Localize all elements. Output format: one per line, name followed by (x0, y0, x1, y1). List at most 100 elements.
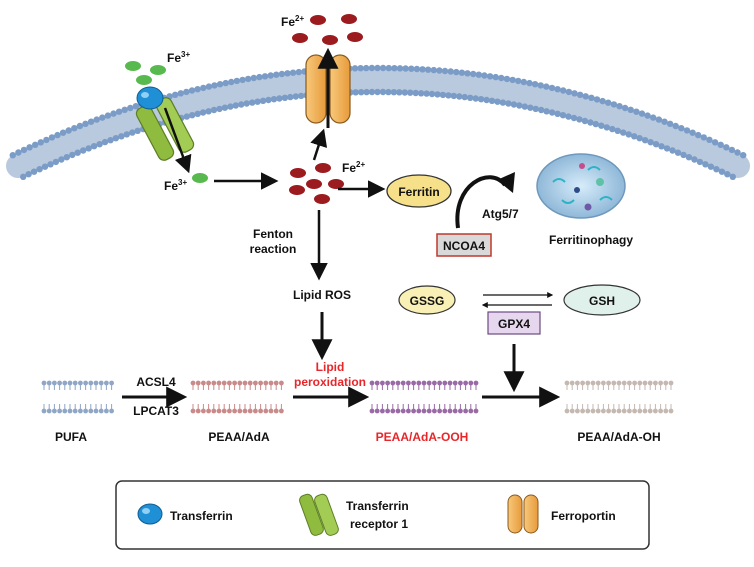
lipid-head (632, 408, 637, 414)
membrane-head (368, 64, 376, 72)
membrane-head (357, 65, 364, 72)
membrane-head (93, 116, 100, 123)
legend-transferrin-highlight (142, 508, 150, 514)
membrane-head (488, 97, 496, 105)
lipid-ros-label: Lipid ROS (293, 288, 351, 302)
lipid-head (595, 380, 601, 386)
membrane-head (636, 135, 643, 142)
lipid-head (385, 408, 390, 414)
ncoa4-label: NCOA4 (443, 239, 485, 253)
membrane-head (515, 77, 522, 85)
membrane-head (609, 125, 616, 133)
membrane-head (582, 93, 589, 100)
membrane-head (718, 168, 726, 175)
membrane-head (620, 129, 627, 136)
membrane-head (633, 108, 640, 115)
lipid-head (468, 408, 474, 414)
membrane-head (52, 158, 60, 166)
membrane-head (37, 139, 44, 146)
lipid-head (88, 408, 94, 414)
membrane-head (588, 94, 595, 102)
membrane-head (603, 124, 610, 131)
membrane-head (298, 92, 305, 100)
membrane-head (243, 100, 250, 107)
membrane-head (363, 88, 370, 96)
membrane-head (516, 102, 523, 109)
lipid-head (637, 380, 643, 386)
membrane-head (680, 151, 687, 159)
membrane-head (713, 166, 720, 173)
lipid-head (227, 408, 232, 414)
lipid-head (468, 380, 474, 386)
membrane-head (189, 112, 196, 119)
membrane-head (76, 122, 84, 130)
lipid-head (52, 408, 57, 414)
lipid-head (374, 408, 380, 414)
membrane-head (537, 82, 544, 89)
lipid-head (653, 380, 658, 386)
lipid-head (442, 408, 448, 414)
membrane-head (434, 91, 441, 98)
membrane-head (453, 68, 460, 76)
lipid-head (221, 380, 227, 386)
membrane-head (292, 93, 299, 100)
membrane-head (123, 131, 130, 138)
lipid-head (237, 408, 243, 414)
membrane-head (531, 81, 539, 88)
membrane-head (412, 89, 419, 97)
membrane-head (194, 86, 201, 93)
lipid-head (206, 380, 212, 386)
membrane-head (724, 171, 731, 178)
lipid-head (447, 408, 453, 414)
membrane-head (216, 105, 223, 113)
membrane-head (211, 82, 218, 89)
gssg-node (398, 285, 456, 315)
membrane-head (385, 88, 392, 96)
lipid-head (190, 380, 196, 386)
membrane-head (90, 143, 98, 150)
membrane-head (295, 68, 302, 76)
peaa-oh-bilayer (564, 380, 674, 414)
membrane-head (249, 99, 256, 106)
lipid-head (437, 408, 442, 414)
lipid-head (473, 408, 479, 414)
membrane-head (273, 71, 280, 78)
lipid-head (369, 408, 375, 414)
membrane-head (663, 145, 671, 152)
membrane-head (565, 88, 573, 96)
membrane-head (576, 91, 584, 99)
lipid-head (585, 408, 591, 414)
membrane-head (41, 163, 49, 170)
membrane-head (423, 90, 430, 97)
lipid-head (279, 380, 284, 386)
membrane-head (436, 67, 443, 74)
membrane-head (270, 96, 278, 103)
legend-transferrin-label: Transferrin (170, 509, 233, 523)
membrane-head (685, 154, 693, 161)
gpx4-label: GPX4 (498, 317, 530, 331)
membrane-head (661, 118, 668, 125)
lipid-head (98, 380, 104, 386)
lipid-head (195, 408, 201, 414)
arrow-to-ferroportin (310, 128, 328, 161)
lipid-head (452, 408, 458, 414)
lipid-head (400, 408, 406, 414)
lipid-head (606, 380, 611, 386)
membrane-head (467, 94, 474, 102)
membrane-head (80, 147, 87, 154)
membrane-head (238, 101, 245, 108)
membrane-head (560, 87, 567, 94)
membrane-head (96, 141, 103, 148)
lipid-head (109, 380, 114, 386)
membrane-head (65, 127, 72, 134)
membrane-head (669, 147, 676, 154)
lipid-head (580, 408, 585, 414)
lipid-head (242, 408, 248, 414)
lipid-head (585, 380, 591, 386)
membrane-head (472, 95, 479, 102)
fe3-bottom-label: Fe3+ (164, 178, 187, 193)
ferritin-label: Ferritin (398, 185, 439, 199)
membrane-head (711, 139, 719, 146)
lipid-head (98, 408, 104, 414)
